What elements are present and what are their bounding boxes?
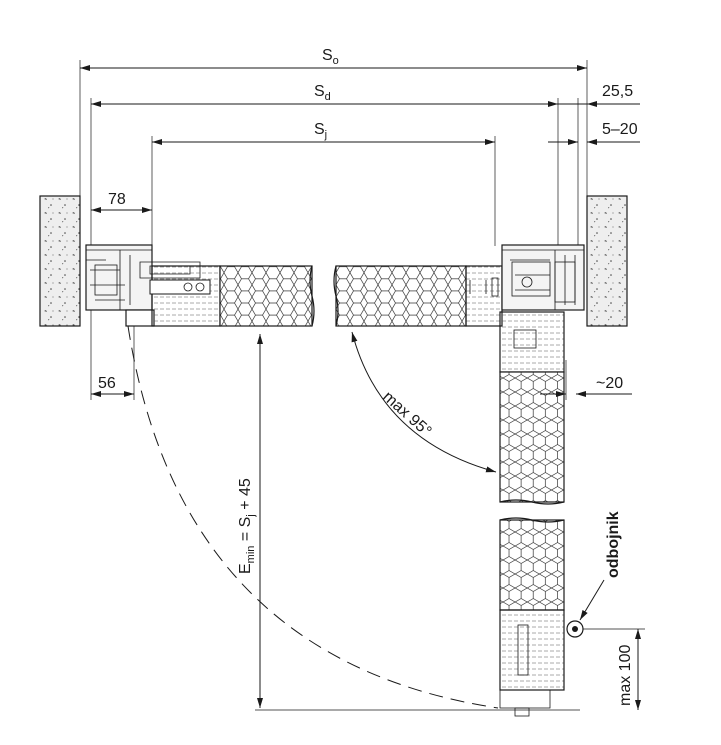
dim-emin-label: Emin = Sj + 45 [237, 478, 257, 574]
bumper-label: odbojnik [605, 511, 622, 578]
bumper-leader [579, 579, 605, 621]
bumper-center [572, 626, 578, 632]
break-line-a [309, 265, 315, 327]
dim-sd-label: Sd [314, 83, 331, 103]
door-leaf-left [149, 265, 313, 327]
left-frame-profile [85, 244, 201, 327]
dim-so-label: So [322, 47, 339, 67]
right-wall [586, 195, 628, 327]
dim-max100-label: max 100 [617, 645, 634, 706]
angle-arc [351, 331, 497, 473]
swing-arc [127, 325, 499, 709]
dim-25-5-label: 25,5 [602, 83, 633, 100]
dim-5-20-label: 5–20 [602, 121, 638, 138]
dim-20-label: ~20 [596, 375, 623, 392]
dim-56-label: 56 [98, 375, 116, 392]
dim-sj-label: Sj [314, 121, 327, 141]
break-line-b [333, 265, 339, 327]
door-leaf-right [335, 265, 503, 327]
extension-lines [79, 60, 588, 400]
angle-label: max 95° [379, 388, 434, 440]
left-wall [39, 195, 81, 327]
door-leaf-open [499, 311, 565, 717]
dim-78-label: 78 [108, 191, 126, 208]
right-frame-profile [501, 244, 585, 311]
